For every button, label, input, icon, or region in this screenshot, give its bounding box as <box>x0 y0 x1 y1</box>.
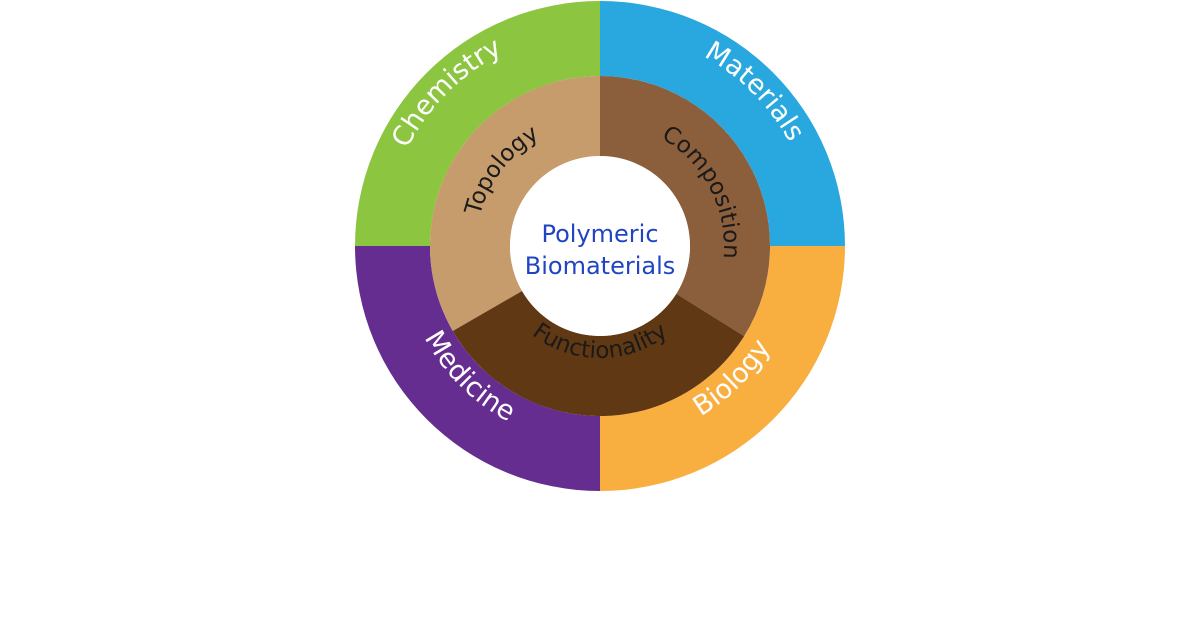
segment-composition-shape <box>600 76 771 337</box>
segment-medicine-shape <box>355 246 600 491</box>
segment-chemistry-shape <box>355 1 600 246</box>
inner-ring: Topology Composition Functionality <box>430 76 771 416</box>
segment-functionality: Functionality <box>452 291 745 416</box>
segment-materials-shape <box>600 1 845 246</box>
segment-functionality-shape <box>452 291 745 416</box>
center-title-line-2: Biomaterials <box>525 252 676 280</box>
segment-topology-shape <box>430 76 600 331</box>
outer-ring: Chemistry Materials Biology Medicine <box>355 1 845 491</box>
segment-composition: Composition <box>600 76 771 337</box>
segment-biology-shape <box>600 246 845 491</box>
center-hub: Polymeric Biomaterials <box>510 156 690 336</box>
center-circle <box>510 156 690 336</box>
center-title-line-1: Polymeric <box>541 220 658 248</box>
